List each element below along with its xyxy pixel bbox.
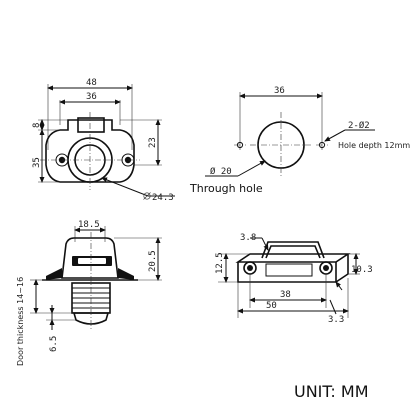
dim-50-text: 50 <box>266 301 277 311</box>
dim-35-text: 35 <box>32 157 42 168</box>
right-wing <box>118 268 134 280</box>
dim-12-5-text: 12.5 <box>215 252 225 274</box>
door-thickness-label: Door thickness 14~16 <box>16 277 25 366</box>
dim-20-text: Ø 20 <box>210 166 232 177</box>
dim-38-text: 38 <box>280 290 291 300</box>
plate-window <box>265 263 313 277</box>
top-tab <box>77 117 105 133</box>
small-holes-text: 2-Ø2 <box>348 120 370 131</box>
side-view: 18.5 20.5 Door thickness 14~16 <box>16 220 162 366</box>
dim-36b-text: 36 <box>274 86 285 96</box>
hole-view: 36 2-Ø2 Hole depth 12mm Ø 20 Through hol… <box>189 86 410 195</box>
dim-24-3-text: 24.3 <box>152 193 174 203</box>
plate-top-face <box>235 253 351 263</box>
bottom-cap <box>72 312 110 325</box>
dim-6-5-text: 6.5 <box>49 336 59 352</box>
dim-8-text: 8 <box>32 123 42 128</box>
dim-48-text: 48 <box>86 78 97 88</box>
plate-front <box>237 262 337 283</box>
dim-3-8-text: 3.8 <box>240 233 256 243</box>
lock-body-outline <box>45 119 135 183</box>
front-view: 48 36 8 35 23 24 <box>32 78 175 203</box>
lock-head <box>61 237 119 279</box>
left-wing <box>46 268 62 280</box>
hole-depth-note: Hole depth 12mm <box>338 141 410 150</box>
through-hole-label: Through hole <box>189 182 263 195</box>
dim-20-5-text: 20.5 <box>148 250 158 272</box>
dim-23-text: 23 <box>148 137 158 148</box>
dim-3-3-text: 3.3 <box>328 315 344 325</box>
strike-plate-view: 3.8 12.5 10.3 38 50 <box>215 233 373 325</box>
unit-label: UNIT: MM <box>294 382 369 401</box>
dim-18-5-text: 18.5 <box>78 220 100 230</box>
plate-hook <box>261 241 325 259</box>
dim-10-3-text: 10.3 <box>351 265 373 275</box>
dim-36-text: 36 <box>86 92 97 102</box>
